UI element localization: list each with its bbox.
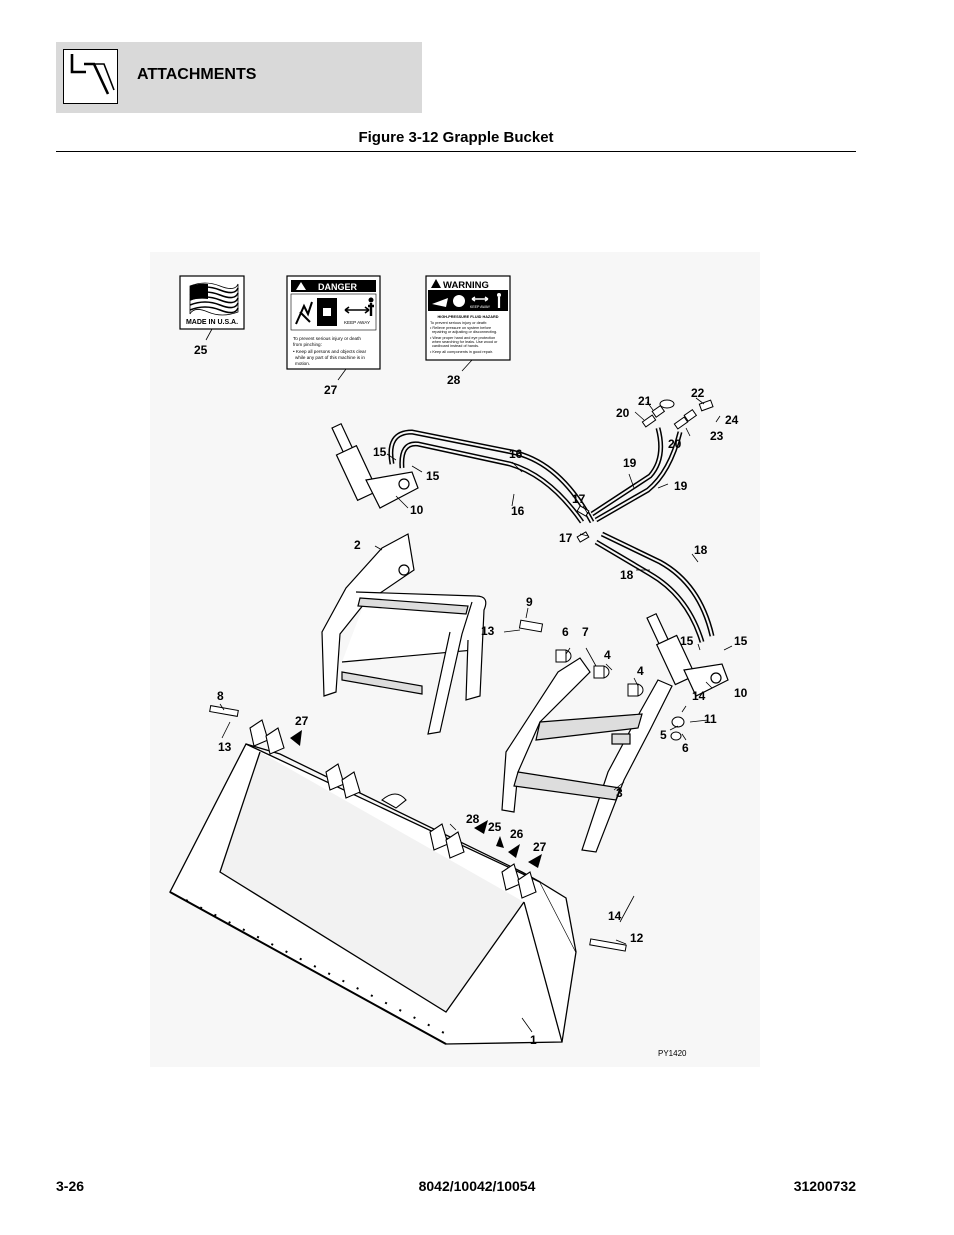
hydraulic-cylinder-lower bbox=[646, 612, 729, 697]
warning-keep-away: KEEP AWAY bbox=[470, 305, 491, 309]
warning-subheading: HIGH-PRESSURE FLUID HAZARD bbox=[438, 315, 499, 319]
danger-heading: DANGER bbox=[318, 282, 358, 292]
danger-line: from pinching: bbox=[293, 342, 322, 347]
callout-label: 15 bbox=[426, 469, 440, 483]
callout-label: 10 bbox=[734, 686, 748, 700]
callout-label: 16 bbox=[511, 504, 525, 518]
callout-label: 3 bbox=[616, 786, 623, 800]
warning-heading: WARNING bbox=[443, 280, 489, 291]
callout-label: 11 bbox=[704, 712, 717, 726]
warning-line: cardboard instead of hands. bbox=[432, 344, 479, 348]
callout-label: 9 bbox=[526, 595, 533, 609]
callout-label: 18 bbox=[620, 568, 634, 582]
callout-label: 19 bbox=[623, 456, 637, 470]
callout-label: 6 bbox=[682, 741, 689, 755]
callout-label: 14 bbox=[692, 689, 706, 703]
danger-line: To prevent serious injury or death bbox=[293, 336, 361, 341]
callout-label: 17 bbox=[572, 492, 586, 506]
warning-line: To prevent serious injury or death: bbox=[430, 321, 487, 325]
callout-label: 1 bbox=[530, 1033, 537, 1047]
callout-label: 20 bbox=[668, 437, 682, 451]
callout-label: 4 bbox=[637, 664, 644, 678]
bucket bbox=[169, 743, 577, 1045]
callout-label: 14 bbox=[608, 909, 622, 923]
flag-decal-text: MADE IN U.S.A. bbox=[186, 319, 238, 326]
danger-line: while any part of this machine is in bbox=[295, 355, 365, 360]
callout-label: 7 bbox=[582, 625, 589, 639]
warning-line: repairing or adjusting or disconnecting. bbox=[432, 330, 497, 334]
footer-model: 8042/10042/10054 bbox=[418, 1178, 536, 1194]
callout-label: 28 bbox=[447, 373, 461, 387]
callout-label: 15 bbox=[734, 634, 748, 648]
warning-decal: WARNING KEEP AWAY HIGH-PRESSURE FLUID HA… bbox=[425, 275, 511, 361]
callout-label: 27 bbox=[295, 714, 309, 728]
callout-label: 10 bbox=[410, 503, 424, 517]
bushings-and-pins bbox=[209, 619, 685, 952]
danger-line: • Keep all persons and objects clear bbox=[293, 349, 367, 354]
callout-label: 27 bbox=[533, 840, 547, 854]
callout-label: 22 bbox=[691, 386, 705, 400]
danger-decal: DANGER KEEP AWAY To prevent serious inju… bbox=[286, 275, 381, 370]
danger-keep-away: KEEP AWAY bbox=[344, 320, 370, 325]
callout-label: 6 bbox=[562, 625, 569, 639]
grapple-arm-upper bbox=[321, 533, 487, 735]
decal-arrows bbox=[290, 730, 542, 868]
hose-fittings bbox=[576, 399, 714, 543]
grapple-arm-lower bbox=[501, 657, 673, 853]
attachment-icon bbox=[63, 49, 118, 104]
callout-label: 17 bbox=[559, 531, 573, 545]
callout-label: 25 bbox=[488, 820, 502, 834]
grapple-bucket-drawing: MADE IN U.S.A. DANGER KEEP AWAY To preve… bbox=[150, 252, 760, 1067]
callout-label: 16 bbox=[509, 447, 523, 461]
figure-ref-code: PY1420 bbox=[658, 1049, 687, 1058]
footer-page-number: 3-26 bbox=[56, 1178, 85, 1194]
warning-line: when searching for leaks. Use wood or bbox=[432, 340, 498, 344]
callout-label: 13 bbox=[481, 624, 495, 638]
section-header: ATTACHMENTS bbox=[56, 42, 422, 113]
callout-label: 27 bbox=[324, 383, 338, 397]
callout-label: 12 bbox=[630, 931, 644, 945]
callout-label: 15 bbox=[373, 445, 387, 459]
callout-label: 23 bbox=[710, 429, 724, 443]
callout-labels: 25 27 28 22 21 20 24 23 20 15 15 16 10 1… bbox=[194, 343, 748, 1047]
callout-label: 13 bbox=[218, 740, 232, 754]
callout-label: 2 bbox=[354, 538, 361, 552]
hydraulic-cylinder-upper bbox=[331, 422, 419, 509]
hydraulic-hoses bbox=[388, 427, 715, 643]
callout-label: 5 bbox=[660, 728, 667, 742]
danger-line: motion. bbox=[295, 361, 310, 366]
callout-label: 21 bbox=[638, 394, 652, 408]
callout-label: 25 bbox=[194, 343, 208, 357]
callout-label: 8 bbox=[217, 689, 224, 703]
callout-label: 15 bbox=[680, 634, 694, 648]
callout-label: 28 bbox=[466, 812, 480, 826]
section-title: ATTACHMENTS bbox=[137, 66, 257, 83]
callout-label: 26 bbox=[510, 827, 524, 841]
callout-label: 4 bbox=[604, 648, 611, 662]
callout-label: 18 bbox=[694, 543, 708, 557]
warning-line: • Wear proper hand and eye protection bbox=[430, 336, 495, 340]
callout-label: 20 bbox=[616, 406, 630, 420]
footer-doc-number: 31200732 bbox=[793, 1178, 856, 1194]
callout-label: 19 bbox=[674, 479, 688, 493]
flag-decal: MADE IN U.S.A. bbox=[179, 275, 245, 330]
warning-line: • Keep all components in good repair. bbox=[430, 350, 493, 354]
header-rule bbox=[56, 151, 856, 152]
callout-label: 24 bbox=[725, 413, 739, 427]
bucket-mounting-lugs bbox=[249, 719, 537, 899]
figure-title: Figure 3-12 Grapple Bucket bbox=[358, 129, 554, 146]
warning-line: • Relieve pressure on system before bbox=[430, 326, 491, 330]
